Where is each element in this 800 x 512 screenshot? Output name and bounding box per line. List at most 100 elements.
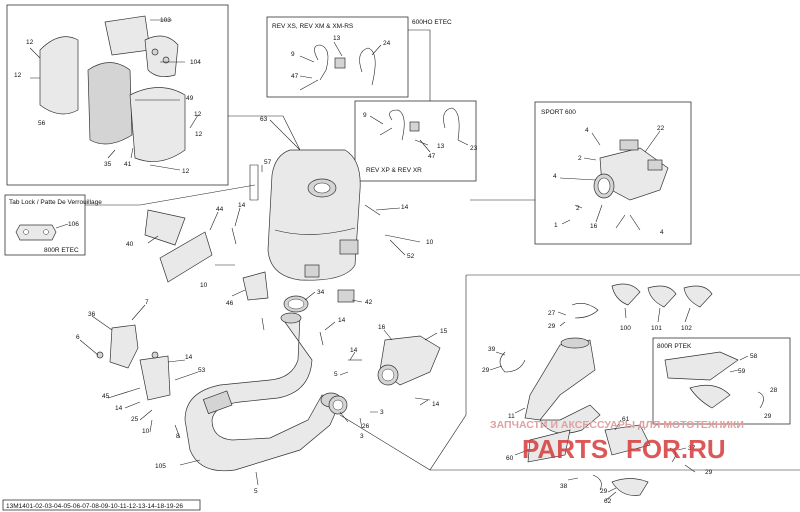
watermark-for-ru: FOR.RU: [626, 434, 726, 464]
heat-shield-plate: [159, 231, 213, 283]
callout-102: 102: [681, 325, 692, 332]
callout-2: 2: [576, 205, 580, 212]
callout-53: 53: [198, 367, 206, 374]
callout-38: 38: [560, 483, 568, 490]
ptek-800r-label: 800R PTEK: [657, 343, 692, 350]
callout-10: 10: [200, 282, 208, 289]
callout-60: 60: [506, 455, 514, 462]
callout-37: 37: [688, 445, 696, 452]
callout-63: 63: [260, 116, 268, 123]
callout-12: 12: [182, 168, 190, 175]
callout-13: 13: [333, 35, 341, 42]
callout-29: 29: [705, 469, 713, 476]
tab-lock-title: Tab Lock / Patte De Verrouillage: [9, 199, 102, 206]
callout-104: 104: [190, 59, 201, 66]
callout-26: 26: [362, 423, 370, 430]
callout-4: 4: [585, 127, 589, 134]
callout-49: 49: [186, 95, 194, 102]
callout-34: 34: [317, 289, 325, 296]
diagram-code-box: [2, 499, 201, 511]
callout-103: 103: [160, 17, 171, 24]
callout-46: 46: [226, 300, 234, 307]
heat-shield-plate: [144, 209, 186, 246]
callout-12: 12: [14, 72, 22, 79]
callout-6: 6: [76, 334, 80, 341]
callout-15: 15: [440, 328, 448, 335]
callout-5: 5: [334, 371, 338, 378]
callout-12: 12: [26, 39, 34, 46]
callout-39: 39: [488, 346, 496, 353]
callout-36: 36: [88, 311, 96, 318]
callout-57: 57: [264, 159, 272, 166]
callout-16: 16: [378, 324, 386, 331]
callout-14: 14: [238, 202, 246, 209]
callout-8: 8: [176, 433, 180, 440]
airbox-drawing: [39, 15, 186, 162]
callout-101: 101: [651, 325, 662, 332]
callout-56: 56: [38, 120, 46, 127]
exhaust-pipe-drawing: [184, 312, 342, 472]
callout-47: 47: [428, 153, 436, 160]
rev-xp-title: REV XP & REV XR: [366, 167, 422, 174]
callout-47: 47: [291, 73, 299, 80]
callout-9: 9: [363, 112, 367, 119]
callout-27: 27: [548, 310, 556, 317]
callout-14: 14: [432, 401, 440, 408]
callout-12: 12: [194, 111, 202, 118]
callout-10: 10: [426, 239, 434, 246]
callout-29: 29: [600, 488, 608, 495]
callout-106: 106: [68, 221, 79, 228]
etec-800r-label: 800R ETEC: [44, 247, 79, 254]
etec-600ho-label: 600HO ETEC: [412, 19, 452, 26]
callout-9: 9: [291, 51, 295, 58]
callout-58: 58: [750, 353, 758, 360]
callout-35: 35: [104, 161, 112, 168]
callout-12: 12: [195, 131, 203, 138]
callout-14: 14: [350, 347, 358, 354]
callout-14: 14: [185, 354, 193, 361]
sport600-box: [534, 101, 692, 245]
callout-10: 10: [142, 428, 150, 435]
callout-14: 14: [115, 405, 123, 412]
callout-22: 22: [657, 125, 665, 132]
watermark-line1: ЗАПЧАСТИ И АКСЕССУАРЫ ДЛЯ МОТОТЕХНИКИ: [490, 419, 744, 431]
callout-3: 3: [380, 409, 384, 416]
bracket: [139, 355, 171, 401]
spring-drawing: [299, 44, 376, 91]
callout-28: 28: [770, 387, 778, 394]
callout-7: 7: [145, 299, 149, 306]
callout-105: 105: [155, 463, 166, 470]
callout-59: 59: [738, 368, 746, 375]
callout-29: 29: [764, 413, 772, 420]
callout-29: 29: [482, 367, 490, 374]
callout-11: 11: [508, 413, 515, 420]
callout-25: 25: [131, 416, 139, 423]
callout-100: 100: [620, 325, 631, 332]
spring-drawing: [379, 107, 460, 141]
callout-16: 16: [590, 223, 598, 230]
sport600-title: SPORT 600: [541, 109, 576, 116]
rev-xp-box: [354, 100, 477, 182]
exhaust-pipe-drawing: [593, 139, 669, 201]
callout-5: 5: [254, 488, 258, 495]
callout-1: 1: [554, 222, 558, 229]
exhaust-pipe-drawing: [524, 337, 601, 434]
airbox-group-frame: [6, 4, 229, 186]
callout-4: 4: [553, 173, 557, 180]
callout-52: 52: [407, 253, 415, 260]
callout-62: 62: [604, 498, 612, 505]
tab-lock-box: [4, 194, 86, 256]
callout-61: 61: [622, 416, 630, 423]
callout-23: 23: [470, 145, 478, 152]
callout-41: 41: [124, 161, 132, 168]
callout-45: 45: [102, 393, 110, 400]
ptek-800r-box: [652, 337, 791, 425]
bracket: [109, 324, 139, 369]
callout-3: 3: [360, 433, 364, 440]
callout-13: 13: [437, 143, 445, 150]
rev-xs-title: REV XS, REV XM & XM-RS: [272, 23, 354, 30]
rev-xs-box: [266, 16, 409, 98]
diagram-code: 13M1401-02-03-04-05-06-07-08-09-10-11-12…: [6, 503, 183, 510]
watermark-parts: PARTS: [522, 434, 608, 464]
